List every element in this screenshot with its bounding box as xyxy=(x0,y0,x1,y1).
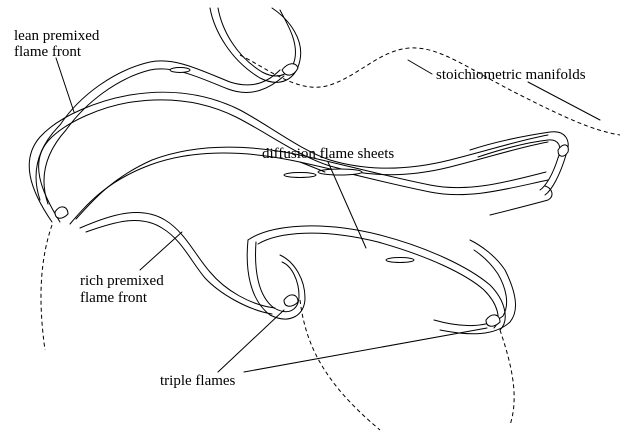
lean-front-outer xyxy=(36,61,280,200)
band-lower-edge xyxy=(70,153,548,224)
leader-lean xyxy=(56,58,74,112)
label-rich-line1: rich premixed xyxy=(80,273,164,290)
stoich-manifold-top xyxy=(240,48,620,135)
top-hook-inner xyxy=(218,8,295,76)
sheet-cell-4 xyxy=(170,68,190,73)
sheet-cell-2 xyxy=(284,173,316,178)
stoich-manifold-mid xyxy=(300,300,380,430)
label-rich-line2: flame front xyxy=(80,290,147,307)
label-triple: triple flames xyxy=(160,373,235,390)
label-lean-line2: flame front xyxy=(14,44,81,61)
leader-stoich-2 xyxy=(528,82,600,120)
lean-front-inner xyxy=(44,69,284,204)
left-cusp-cell xyxy=(55,207,68,218)
leader-rich xyxy=(140,232,182,270)
right-loop-lower-inner xyxy=(434,250,507,326)
label-stoich: stoichiometric manifolds xyxy=(436,67,586,84)
stoich-manifold-left xyxy=(41,225,52,350)
label-diffusion: diffusion flame sheets xyxy=(262,146,394,163)
label-lean-line1: lean premixed xyxy=(14,28,99,45)
lower-cusp-cell xyxy=(284,295,298,306)
leader-stoich-1 xyxy=(408,60,432,74)
top-hook-cell xyxy=(282,64,298,75)
leader-triple-1 xyxy=(218,310,284,372)
upper-right-inner xyxy=(478,140,560,190)
right-loop-inner xyxy=(258,233,498,328)
right-cusp-cell xyxy=(486,315,500,326)
stoich-manifold-right xyxy=(500,330,514,425)
sheet-cell-3 xyxy=(386,258,414,263)
leader-triple-2 xyxy=(244,328,487,372)
